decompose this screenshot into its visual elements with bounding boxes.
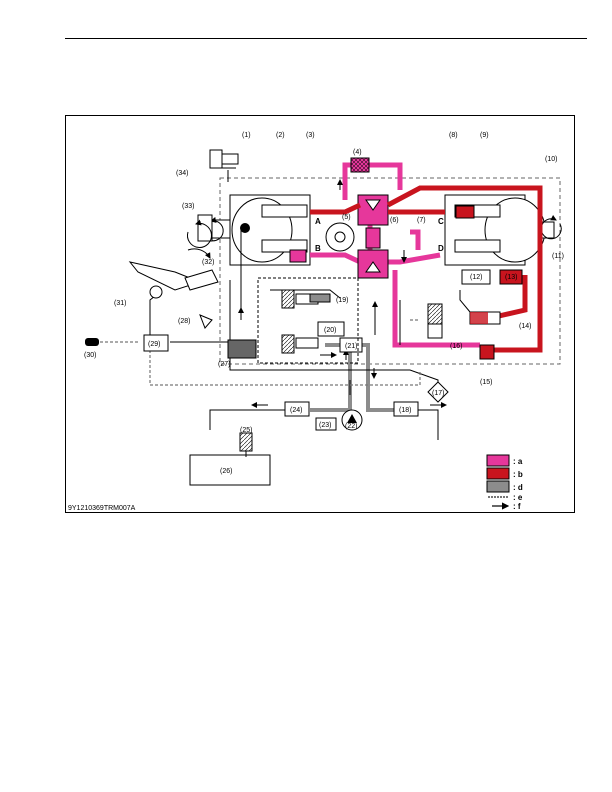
rotation-arrow-right-icon: [540, 214, 562, 240]
callout-27: (27): [218, 361, 230, 368]
electric-lines: [100, 319, 421, 386]
figure-code: 9Y1210369TRM007A: [68, 505, 136, 512]
port-letter-b: B: [315, 244, 321, 253]
callout-28: (28): [178, 318, 190, 325]
valve-20: [317, 321, 345, 337]
flow-arrows: [238, 179, 447, 408]
legend-label-b: : b: [513, 470, 523, 479]
callout-12: (12): [470, 274, 482, 281]
callout-1: (1): [242, 132, 251, 139]
controller-29: [143, 334, 169, 352]
control-block-19: [257, 277, 359, 364]
callout-26: (26): [220, 468, 232, 475]
callout-2: (2): [276, 132, 285, 139]
callout-14: (14): [519, 323, 531, 330]
solenoid-27: [227, 339, 257, 359]
check-valve-block-6: [357, 194, 389, 279]
callout-18: (18): [399, 407, 411, 414]
filter-24: [284, 401, 310, 417]
valve-16: [427, 303, 443, 325]
circuit-a-low-pressure: [310, 162, 480, 348]
circuit-b-high-pressure: [310, 185, 543, 353]
legend-label-d: : d: [513, 483, 523, 492]
port-letter-c: C: [438, 217, 444, 226]
cooler-18: [393, 401, 419, 417]
legend-label-f: : f: [513, 502, 521, 511]
diagram-frame: [65, 115, 575, 513]
callout-30: (30): [84, 352, 96, 359]
callout-33: (33): [182, 203, 194, 210]
cylinder-34-icon: [209, 149, 239, 169]
pedal-31-icon: [128, 261, 202, 299]
callout-10: (10): [545, 156, 557, 163]
input-shaft-left: [211, 219, 231, 239]
rotation-arrow-33-icon: [187, 219, 212, 248]
housing-outline: [219, 177, 561, 365]
callout-21: (21): [345, 343, 357, 350]
callout-19: (19): [336, 297, 348, 304]
callout-3: (3): [306, 132, 315, 139]
circuit-d-return: [310, 343, 395, 412]
callout-9: (9): [480, 132, 489, 139]
header-rule: [65, 38, 587, 39]
callout-25: (25): [240, 427, 252, 434]
legend-swatch-b: [486, 467, 510, 480]
callout-22: (22): [345, 423, 357, 430]
callout-15: (15): [480, 379, 492, 386]
callouts: (1) (2) (3) (4) (5) (6) (7) (8) (9) (10)…: [84, 132, 564, 475]
callout-8: (8): [449, 132, 458, 139]
callout-29: (29): [148, 341, 160, 348]
sensor-28-icon: [199, 314, 213, 329]
callout-34: (34): [176, 170, 188, 177]
port-letter-a: A: [315, 217, 321, 226]
motor-23: [315, 417, 337, 431]
tank-26: [189, 454, 271, 486]
legend-label-a: : a: [513, 457, 523, 466]
callout-32: (32): [202, 259, 214, 266]
strainer-25: [239, 432, 253, 452]
callout-6: (6): [390, 217, 399, 224]
port-b-block: [289, 249, 307, 263]
callout-7: (7): [417, 217, 426, 224]
charge-filter-4: [350, 157, 370, 173]
callout-31: (31): [114, 300, 126, 307]
port-c-block: [455, 205, 475, 219]
legend-swatch-d: [486, 480, 510, 493]
legend-label-e: : e: [513, 493, 523, 502]
callout-11: (11): [552, 253, 564, 260]
callout-23: (23): [319, 422, 331, 429]
valve-13: [499, 269, 523, 285]
connector-30-icon: [85, 338, 99, 346]
port-letter-d: D: [438, 244, 444, 253]
callout-16: (16): [450, 343, 462, 350]
filter-17: [427, 381, 449, 403]
callout-17: (17): [432, 390, 444, 397]
legend-swatch-a: [486, 454, 510, 467]
callout-5: (5): [342, 214, 351, 221]
swashplate-pivot-icon: [240, 223, 250, 233]
callout-13: (13): [505, 274, 517, 281]
callout-24: (24): [290, 407, 302, 414]
unit-33: [197, 214, 213, 242]
legend: : a : b : d : e : f: [486, 454, 523, 511]
valve-21: [339, 337, 363, 353]
callout-20: (20): [324, 327, 336, 334]
pedal-32-icon: [184, 248, 219, 291]
relief-valve-15: [479, 344, 495, 360]
valve-12: [461, 269, 491, 285]
callout-4: (4): [353, 149, 362, 156]
